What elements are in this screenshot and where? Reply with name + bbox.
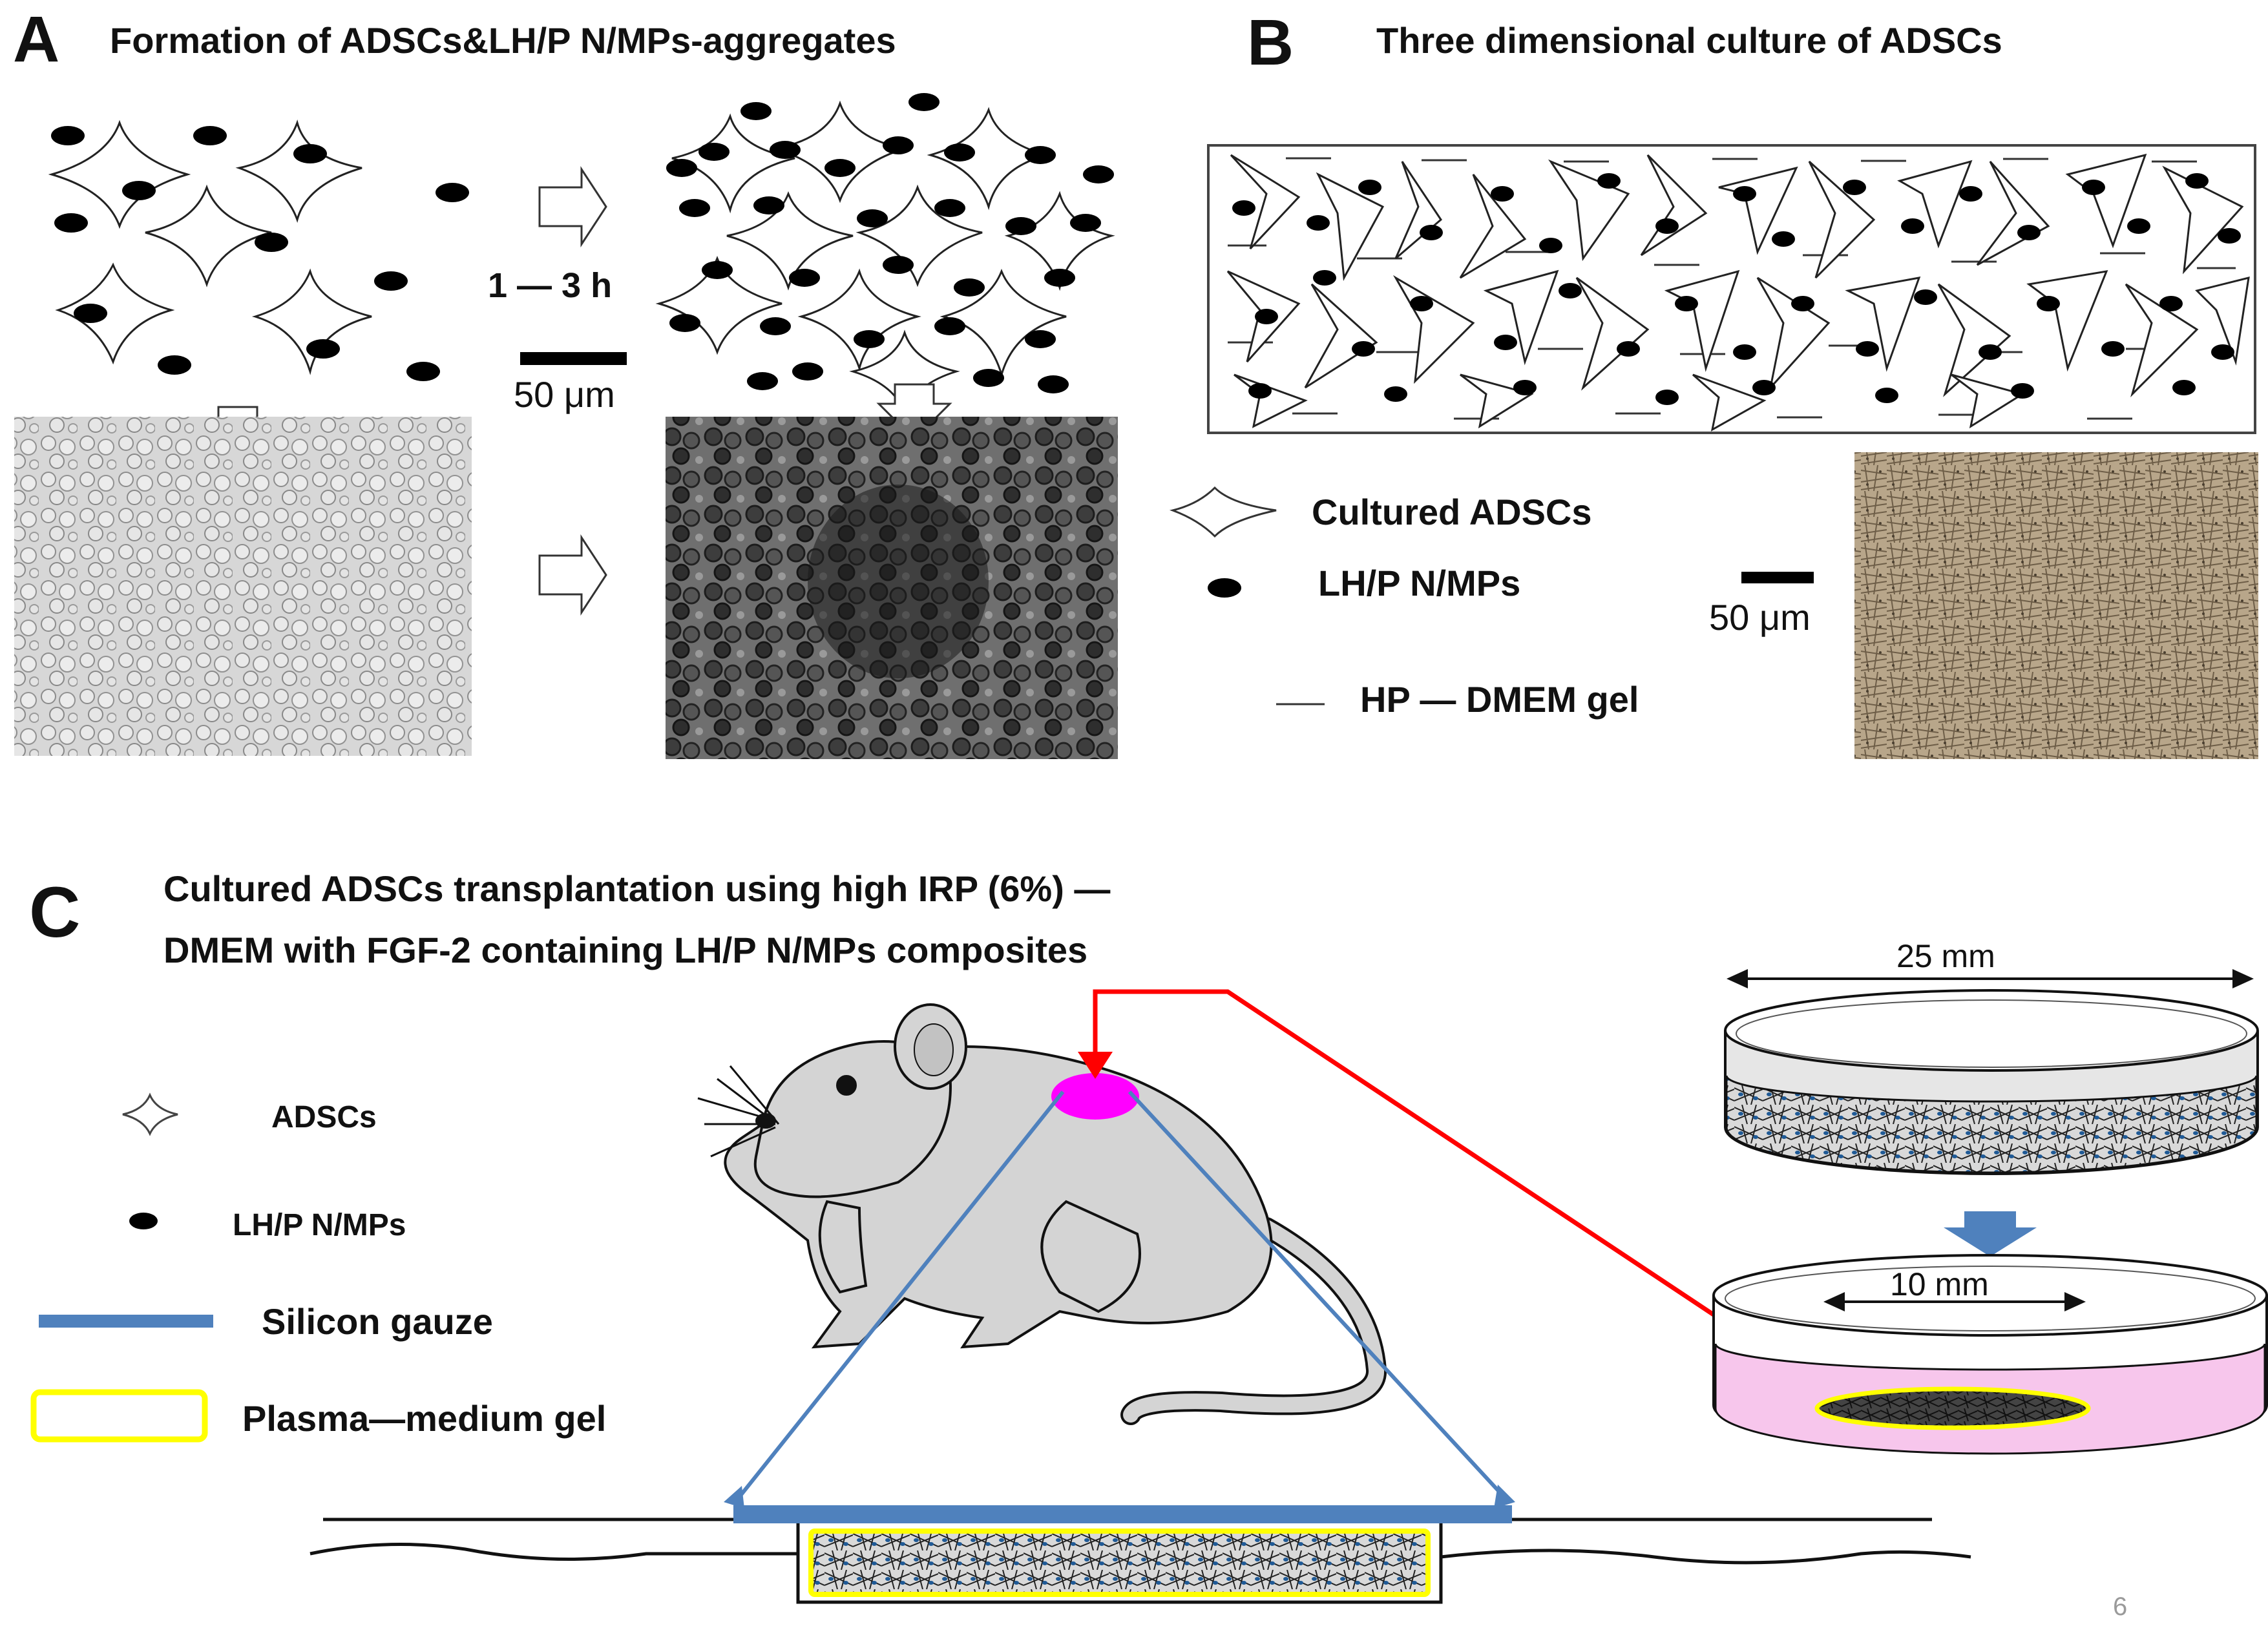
cell-shape: [48, 120, 191, 229]
cell-shape: [1394, 161, 1442, 260]
down-arrow-icon: [1944, 1211, 2037, 1257]
gel-cells: [1226, 153, 2250, 432]
gel-composite: [1814, 1386, 2091, 1430]
cell-shape: [1483, 269, 1559, 366]
cell-shape: [1459, 174, 1527, 279]
cell-shape: [655, 255, 782, 355]
mouse-illustration: [697, 1003, 1387, 1425]
panel-b-title: Three dimensional culture of ADSCs: [1376, 20, 2002, 61]
cell-shape: [235, 120, 362, 223]
dish-culture-layer: [1725, 1075, 2258, 1174]
cell-legend-icon: [122, 1092, 178, 1136]
legend-hp-dmem-gel: HP — DMEM gel: [1360, 679, 1639, 720]
legend-adscs: ADSCs: [271, 1100, 377, 1134]
panel-c-letter: C: [29, 873, 80, 952]
mouse-hind-leg: [1040, 1200, 1141, 1313]
cell-shape: [1976, 160, 2050, 266]
micrograph-gel-culture: [1854, 452, 2258, 759]
scattered-particles: [51, 126, 469, 381]
cell-legend-icon: [1169, 486, 1277, 538]
cell-shape: [1316, 172, 1385, 281]
cell-shape: [1460, 373, 1534, 429]
panel-a-title: Formation of ADSCs&LH/P N/MPs-aggregates: [110, 20, 896, 61]
right-arrow-icon: [538, 534, 607, 616]
red-connector-line: [1093, 989, 1856, 1410]
mouse-eye: [836, 1075, 857, 1096]
dish-rim: [1712, 1254, 2268, 1337]
cell-shape: [2125, 283, 2199, 398]
mouse-ear-inner: [914, 1023, 954, 1076]
legend-lhp-nmps: LH/P N/MPs: [1318, 563, 1520, 603]
aggregate-core: [808, 485, 989, 678]
cell-shape: [775, 100, 905, 204]
injection-site: [1051, 1073, 1139, 1120]
dish-inner-rim: [1725, 1266, 2256, 1331]
gel-particles: [1232, 173, 2241, 405]
cell-shape: [2195, 276, 2250, 366]
cell-shape: [1692, 373, 1767, 432]
dish-rim: [1724, 989, 2259, 1072]
projection-lines: [733, 1090, 1511, 1504]
right-arrow-icon: [538, 165, 607, 248]
silicon-gauze: [733, 1505, 1512, 1523]
gel-diameter-label: 10 mm: [1890, 1266, 1989, 1302]
blue-arrowhead-icon: [1494, 1485, 1515, 1508]
cell-shape: [726, 191, 854, 291]
blue-arrowhead-icon: [724, 1486, 744, 1508]
cell-shape: [1575, 277, 1650, 391]
mouse-tail: [1123, 1220, 1385, 1423]
mouse-front-leg: [818, 1200, 868, 1294]
mouse-whiskers: [697, 1065, 780, 1158]
panel-a: A Formation of ADSCs&LH/P N/MPs-aggregat…: [13, 3, 1118, 759]
legend-silicon-gauze: Silicon gauze: [262, 1301, 493, 1342]
particle-legend-icon: [1208, 578, 1241, 598]
legend-lhp-nmps: LH/P N/MPs: [233, 1208, 406, 1242]
cell-shape: [1897, 160, 1973, 249]
cell-shape: [1304, 283, 1378, 389]
aggregated-cells: [655, 100, 1115, 417]
legend-cultured-adscs: Cultured ADSCs: [1312, 492, 1592, 532]
cell-shape: [1845, 277, 1921, 372]
dish-bottom: 10 mm: [1712, 1254, 2268, 1455]
cell-shape: [1937, 283, 2011, 397]
particle-legend-icon: [129, 1213, 158, 1229]
gel-legend-icon: [30, 1389, 208, 1443]
plasma-medium-gel-implant: [808, 1529, 1431, 1597]
cell-shape: [1640, 154, 1708, 256]
cell-shape: [797, 268, 921, 372]
cell-shape: [55, 262, 175, 365]
red-arrowhead-icon: [1078, 1052, 1113, 1079]
gauze-legend-icon: [39, 1315, 213, 1328]
time-label: 1 — 3 h: [488, 266, 612, 305]
mouse-head: [753, 1040, 952, 1198]
dish-diameter-label: 25 mm: [1896, 938, 1995, 974]
cell-shape: [2162, 165, 2244, 275]
panel-c-title-line2: DMEM with FGF-2 containing LH/P N/MPs co…: [163, 930, 1087, 970]
cell-shape: [145, 184, 272, 287]
scattered-cells: [48, 120, 372, 375]
scale-bar: [520, 352, 627, 365]
scale-label: 50 μm: [514, 374, 615, 415]
aggregated-particles: [666, 93, 1114, 393]
dish-top: 25 mm: [1724, 938, 2259, 1175]
page-number: 6: [2113, 1592, 2127, 1621]
cell-shape: [251, 268, 372, 375]
micrograph-scattered: [14, 417, 472, 756]
cell-shape: [671, 113, 795, 214]
cell-shape: [856, 184, 983, 287]
panel-b-letter: B: [1247, 6, 1294, 79]
panel-c-title-line1: Cultured ADSCs transplantation using hig…: [163, 868, 1110, 909]
cell-shape: [1951, 373, 2025, 429]
panel-a-letter: A: [13, 3, 59, 76]
skin-lower-layer: [310, 1542, 1971, 1565]
panel-c: C Cultured ADSCs transplantation using h…: [29, 868, 2268, 1604]
cell-shape: [1808, 160, 1876, 279]
scale-label: 50 μm: [1709, 597, 1811, 638]
cell-shape: [1230, 154, 1301, 250]
dish-inner-rim: [1736, 999, 2247, 1068]
scale-bar: [1741, 572, 1814, 583]
legend-plasma-medium-gel: Plasma—medium gel: [242, 1398, 606, 1439]
panel-b: B Three dimensional culture of ADSCs: [1169, 6, 2258, 759]
